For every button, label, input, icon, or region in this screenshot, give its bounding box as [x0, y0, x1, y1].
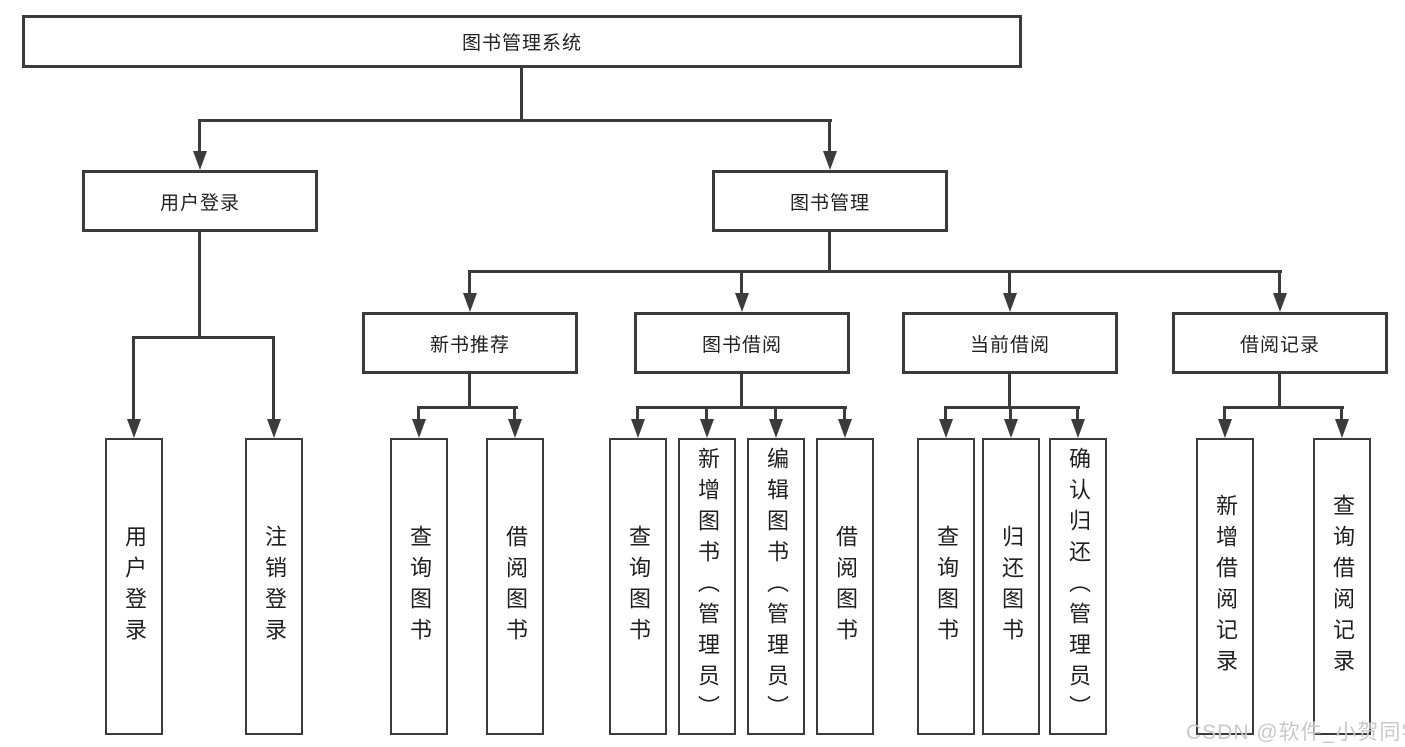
node-root-library-system: 图书管理系统: [22, 15, 1022, 68]
arrowhead-bb-add: [700, 419, 714, 438]
edge-drop-bb-add: [705, 406, 708, 421]
arrowhead-bb-edit: [769, 419, 783, 438]
node-leaf-query-borrow-record: 查询借阅记录: [1313, 438, 1371, 735]
node-new-book-recommend: 新书推荐: [362, 312, 578, 374]
edge-borrowing-records-stem: [1278, 374, 1281, 408]
edge-book-borrowing-bar: [636, 406, 847, 409]
node-leaf-logout: 注销登录: [245, 438, 303, 735]
node-leaf-query-books-borrowing: 查询图书: [609, 438, 667, 735]
edge-book-management-bar: [468, 270, 1282, 273]
edge-user-login-stem: [198, 232, 201, 338]
edge-new-book-stem: [468, 374, 471, 408]
node-book-management: 图书管理: [712, 170, 948, 232]
arrowhead-new-book: [463, 293, 477, 312]
edge-borrowing-records-bar: [1223, 406, 1344, 409]
edge-drop-br-query: [1340, 406, 1343, 421]
arrowhead-bb-query: [631, 419, 645, 438]
edge-drop-new-book: [468, 270, 471, 295]
node-leaf-edit-book-admin: 编辑图书（管理员）: [747, 438, 805, 735]
edge-book-management-stem: [828, 232, 831, 272]
arrowhead-current-borrowing: [1003, 293, 1017, 312]
edge-drop-bb-edit: [774, 406, 777, 421]
arrowhead-nb-query: [412, 419, 426, 438]
node-leaf-confirm-return-admin: 确认归还（管理员）: [1049, 438, 1107, 735]
edge-new-book-bar: [417, 406, 518, 409]
node-label: 查询图书: [407, 524, 432, 649]
node-label: 注销登录: [262, 524, 287, 649]
node-book-borrowing: 图书借阅: [634, 312, 850, 374]
edge-drop-user-login: [198, 119, 201, 153]
node-leaf-return-books: 归还图书: [982, 438, 1040, 735]
edge-drop-cb-query: [944, 406, 947, 421]
arrowhead-br-add: [1218, 419, 1232, 438]
csdn-watermark: CSDN @软件_小贺同学: [1186, 721, 1405, 744]
node-leaf-query-books-current: 查询图书: [917, 438, 975, 735]
node-label: 归还图书: [999, 524, 1024, 649]
arrowhead-book-management: [823, 151, 837, 170]
arrowhead-nb-borrow: [508, 419, 522, 438]
arrowhead-leaf-logout: [267, 419, 281, 438]
arrowhead-br-query: [1335, 419, 1349, 438]
node-label: 编辑图书（管理员）: [764, 447, 789, 726]
edge-drop-bb-borrow: [843, 406, 846, 421]
node-leaf-add-borrow-record: 新增借阅记录: [1196, 438, 1254, 735]
arrowhead-cb-return: [1004, 419, 1018, 438]
node-leaf-borrow-books-borrowing: 借阅图书: [816, 438, 874, 735]
node-label: 借阅图书: [503, 524, 528, 649]
arrowhead-leaf-login: [127, 419, 141, 438]
node-label: 借阅图书: [833, 524, 858, 649]
edge-book-borrowing-stem: [740, 374, 743, 408]
edge-drop-cb-confirm: [1076, 406, 1079, 421]
edge-drop-leaf-logout: [272, 336, 275, 421]
edge-user-login-bar: [132, 336, 275, 339]
arrowhead-cb-query: [939, 419, 953, 438]
node-borrowing-records: 借阅记录: [1172, 312, 1388, 374]
node-leaf-borrow-books-recommend: 借阅图书: [486, 438, 544, 735]
edge-drop-nb-query: [417, 406, 420, 421]
arrowhead-borrowing-records: [1273, 293, 1287, 312]
edge-drop-leaf-login: [132, 336, 135, 421]
arrowhead-user-login: [193, 151, 207, 170]
node-leaf-query-books-recommend: 查询图书: [390, 438, 448, 735]
node-label: 查询借阅记录: [1330, 493, 1355, 680]
node-label: 查询图书: [626, 524, 651, 649]
arrowhead-cb-confirm: [1071, 419, 1085, 438]
node-leaf-user-login: 用户登录: [105, 438, 163, 735]
edge-drop-current-borrowing: [1008, 270, 1011, 295]
edge-root-bar: [198, 119, 832, 122]
node-user-login: 用户登录: [82, 170, 318, 232]
node-leaf-add-book-admin: 新增图书（管理员）: [678, 438, 736, 735]
edge-drop-book-borrowing: [740, 270, 743, 295]
edge-drop-br-add: [1223, 406, 1226, 421]
node-label: 确认归还（管理员）: [1066, 447, 1091, 726]
edge-drop-book-management: [828, 119, 831, 153]
node-label: 查询图书: [934, 524, 959, 649]
edge-drop-borrowing-records: [1278, 270, 1281, 295]
edge-current-borrowing-stem: [1008, 374, 1011, 408]
edge-drop-nb-borrow: [513, 406, 516, 421]
node-label: 新增借阅记录: [1213, 493, 1238, 680]
node-label: 新增图书（管理员）: [695, 447, 720, 726]
edge-drop-bb-query: [636, 406, 639, 421]
node-current-borrowing: 当前借阅: [902, 312, 1118, 374]
edge-drop-cb-return: [1009, 406, 1012, 421]
edge-current-borrowing-bar: [944, 406, 1080, 409]
arrowhead-bb-borrow: [838, 419, 852, 438]
edge-root-stem: [520, 67, 523, 120]
arrowhead-book-borrowing: [735, 293, 749, 312]
node-label: 用户登录: [122, 524, 147, 649]
